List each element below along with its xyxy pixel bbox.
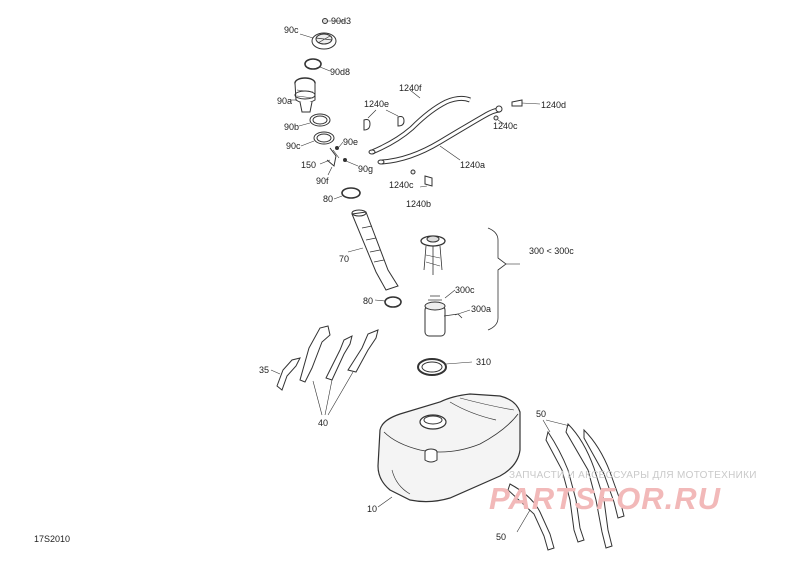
callout-1240f: 1240f (399, 83, 422, 93)
callout-300a: 300a (471, 304, 492, 314)
callout-50-2: 50 (496, 532, 507, 542)
diagram-code: 17S2010 (34, 534, 71, 544)
callout-80-2: 80 (363, 296, 374, 306)
callout-1240d: 1240d (541, 100, 567, 110)
filler-hose-70 (347, 209, 399, 291)
bracket-150 (319, 141, 359, 176)
callout-1240a: 1240a (460, 160, 486, 170)
clamp-90c (300, 131, 335, 147)
watermark-brand-tld: .RU (664, 481, 722, 516)
fuel-pump-300 (420, 227, 520, 337)
fuel-cap-90c (299, 32, 337, 50)
callout-1240b: 1240b (406, 199, 432, 209)
callout-35: 35 (259, 365, 270, 375)
clamp-80-low (374, 296, 402, 308)
vent-hoses-1240 (363, 89, 541, 188)
clamp-90b (298, 113, 331, 127)
screw-90d3 (322, 18, 346, 24)
callout-90d8: 90d8 (330, 67, 351, 77)
watermark-brand-left: PARTS (489, 481, 597, 516)
watermark-logo: PARTSFOR.RU (489, 481, 721, 517)
callout-150: 150 (301, 160, 317, 170)
callout-310: 310 (476, 357, 492, 367)
straps-40 (299, 325, 379, 416)
strap-35 (270, 357, 301, 391)
callout-90c-2: 90c (286, 141, 301, 151)
callout-1240e: 1240e (364, 99, 390, 109)
fuel-tank-10 (377, 393, 521, 508)
callout-90f: 90f (316, 176, 329, 186)
callout-50: 50 (536, 409, 547, 419)
callout-300c: 300c (455, 285, 475, 295)
callout-90e: 90e (343, 137, 359, 147)
callout-90b: 90b (284, 122, 300, 132)
lock-ring-310 (417, 358, 473, 376)
callout-80: 80 (323, 194, 334, 204)
callout-300: 300 < 300c (529, 246, 574, 256)
callout-40: 40 (318, 418, 329, 428)
callout-90c: 90c (284, 25, 299, 35)
watermark-tagline: ЗАПЧАСТИ И АКСЕССУАРЫ ДЛЯ МОТОТЕХНИКИ (509, 470, 757, 481)
callout-90g: 90g (358, 164, 374, 174)
callout-90a: 90a (277, 96, 293, 106)
clamp-80-top (333, 187, 361, 200)
callout-10: 10 (367, 504, 378, 514)
watermark-brand-right: FOR (596, 481, 665, 516)
oring-90d8 (304, 58, 331, 72)
callout-90d3: 90d3 (331, 16, 352, 26)
filler-neck-90a (290, 77, 316, 113)
callout-70: 70 (339, 254, 350, 264)
callout-1240c: 1240c (493, 121, 518, 131)
straps-50 (507, 419, 625, 551)
callout-1240c-2: 1240c (389, 180, 414, 190)
